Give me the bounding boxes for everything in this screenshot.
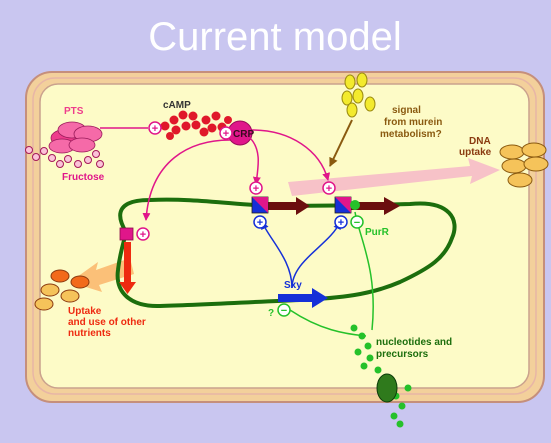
pts-label: PTS xyxy=(64,106,84,117)
crp-to-site2 xyxy=(251,129,331,181)
sxy-to-site2 xyxy=(291,221,341,289)
fructose-molecules xyxy=(25,146,104,168)
camp-molecules xyxy=(160,110,232,140)
gene-arrow-2 xyxy=(350,197,400,215)
svg-text:+: + xyxy=(257,217,263,229)
sxy-gene-arrow xyxy=(278,288,328,308)
svg-text:+: + xyxy=(326,183,332,195)
cell-wall-line xyxy=(32,77,537,395)
crp-to-nutrient-gene xyxy=(142,139,231,221)
question-mark: ? xyxy=(268,308,274,319)
svg-text:−: − xyxy=(281,305,287,317)
crp-site-1 xyxy=(251,196,269,214)
plus-badge-site1-top: + xyxy=(249,181,263,195)
plus-badge-site2-top: + xyxy=(322,181,336,195)
signal-label-line1: signal xyxy=(392,105,421,116)
sxy-label: Sxy xyxy=(284,280,302,291)
chromosome xyxy=(115,197,457,309)
svg-text:+: + xyxy=(140,229,146,241)
svg-text:+: + xyxy=(223,128,229,140)
sxy-to-site1 xyxy=(261,221,293,289)
fructose-label: Fructose xyxy=(62,172,105,183)
crp-site-2 xyxy=(334,196,352,214)
dna-uptake-molecules xyxy=(499,142,549,188)
signal-label-line2: from murein xyxy=(384,117,442,128)
nucleotide-transporter xyxy=(376,373,398,403)
slide-title: Current model xyxy=(148,15,401,59)
cell-inner-membrane xyxy=(39,83,530,389)
nutrient-molecules xyxy=(34,269,90,311)
nutrients-label-line1: Uptake xyxy=(68,306,102,317)
nucleotides-label-line1: nucleotides and xyxy=(376,337,452,348)
signal-label-line3: metabolism? xyxy=(380,129,442,140)
bacterial-cell xyxy=(25,71,545,403)
plus-badge-camp: + xyxy=(148,121,162,135)
nutrients-label-line2: and use of other xyxy=(68,317,146,328)
signal-arrow xyxy=(329,119,353,167)
pts-transporter xyxy=(48,121,103,154)
nucleotide-molecules xyxy=(350,324,412,428)
svg-text:+: + xyxy=(338,217,344,229)
svg-text:+: + xyxy=(152,123,158,135)
dna-uptake-arrow xyxy=(288,158,500,196)
plus-badge-site2-bottom: + xyxy=(334,215,348,229)
svg-text:+: + xyxy=(253,183,259,195)
crp-label: CRP xyxy=(233,129,254,140)
nutrient-gene-site xyxy=(119,227,134,241)
plus-badge-site1-bottom: + xyxy=(253,215,267,229)
camp-label: cAMP xyxy=(163,100,191,111)
minus-badge-purr: − xyxy=(350,215,364,229)
gene-arrow-1 xyxy=(266,197,310,215)
minus-badge-sxy: − xyxy=(277,303,291,317)
nutrient-gene-arrow xyxy=(119,242,136,294)
plus-badge-crp-left: + xyxy=(219,126,233,140)
plus-badge-nutrient: + xyxy=(136,227,150,241)
purr-binding-site xyxy=(350,200,360,210)
dna-uptake-label-line2: uptake xyxy=(459,147,492,158)
nucleotides-label-line2: precursors xyxy=(376,349,429,360)
purr-label: PurR xyxy=(365,227,390,238)
dna-uptake-label-line1: DNA xyxy=(469,136,491,147)
nutrients-label-line3: nutrients xyxy=(68,328,111,339)
svg-text:−: − xyxy=(354,217,360,229)
crp-to-site1 xyxy=(249,137,261,185)
murein-signal-molecules xyxy=(341,72,376,118)
